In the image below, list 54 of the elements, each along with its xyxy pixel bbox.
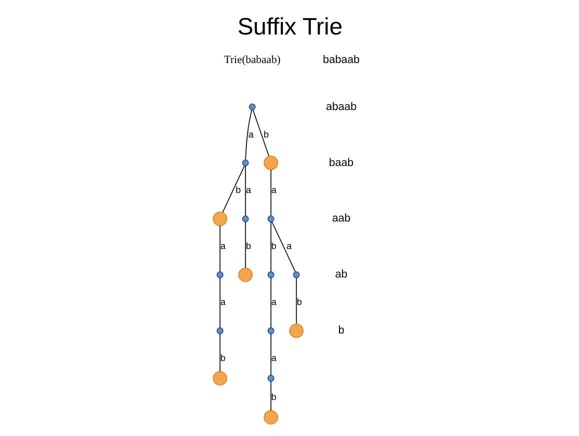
connector: [270, 380, 271, 411]
label: ab: [334, 268, 347, 281]
edge-label: a: [245, 185, 251, 196]
label: baab: [328, 156, 354, 169]
connector: [270, 222, 271, 272]
edge-label: a: [270, 353, 276, 364]
node-circle: [267, 374, 274, 382]
edge-label: b: [270, 241, 276, 252]
connector: [252, 109, 269, 156]
connector: [244, 222, 246, 268]
node-circle: [238, 268, 252, 282]
node-circle: [212, 212, 227, 226]
edge-label: a: [248, 129, 254, 140]
connector: [219, 278, 220, 328]
node-circle: [288, 324, 304, 338]
node-circle: [242, 215, 248, 222]
node-circle: [242, 159, 248, 166]
diagram-title: Suffix Trie: [236, 14, 342, 40]
label: babaab: [322, 54, 360, 66]
connector: [219, 333, 220, 372]
node-circle: [267, 271, 274, 278]
node-circle: [263, 410, 278, 425]
edge-label: a: [286, 241, 292, 252]
node-circle: [212, 371, 227, 386]
edge-label: b: [263, 129, 268, 140]
edge-label: b: [245, 241, 251, 252]
node-circle: [216, 327, 223, 334]
connector: [270, 170, 271, 216]
edge-label: a: [220, 297, 226, 308]
edge-label: b: [235, 185, 240, 196]
node-circle: [216, 271, 223, 278]
connector: [270, 221, 296, 272]
node-circle: [267, 215, 274, 222]
edge-label: b: [270, 392, 276, 402]
node-circle: [267, 327, 274, 334]
label: aab: [332, 212, 350, 225]
label: abaab: [325, 100, 356, 113]
connector: [295, 278, 296, 324]
edge-label: b: [296, 297, 302, 308]
edge-label: a: [270, 185, 276, 196]
edge-label: a: [220, 241, 226, 252]
edge-label: a: [270, 297, 276, 308]
connector: [270, 278, 271, 328]
edge-label: b: [220, 353, 226, 364]
node-circle: [263, 156, 278, 170]
node-circle: [292, 271, 300, 278]
connector: [222, 165, 244, 213]
label: b: [338, 324, 344, 337]
connector: [244, 166, 246, 216]
node-circle: [248, 104, 256, 110]
label: Trie(babaab): [224, 54, 280, 66]
connector: [244, 110, 252, 160]
connector: [219, 226, 220, 272]
connector: [270, 333, 271, 376]
